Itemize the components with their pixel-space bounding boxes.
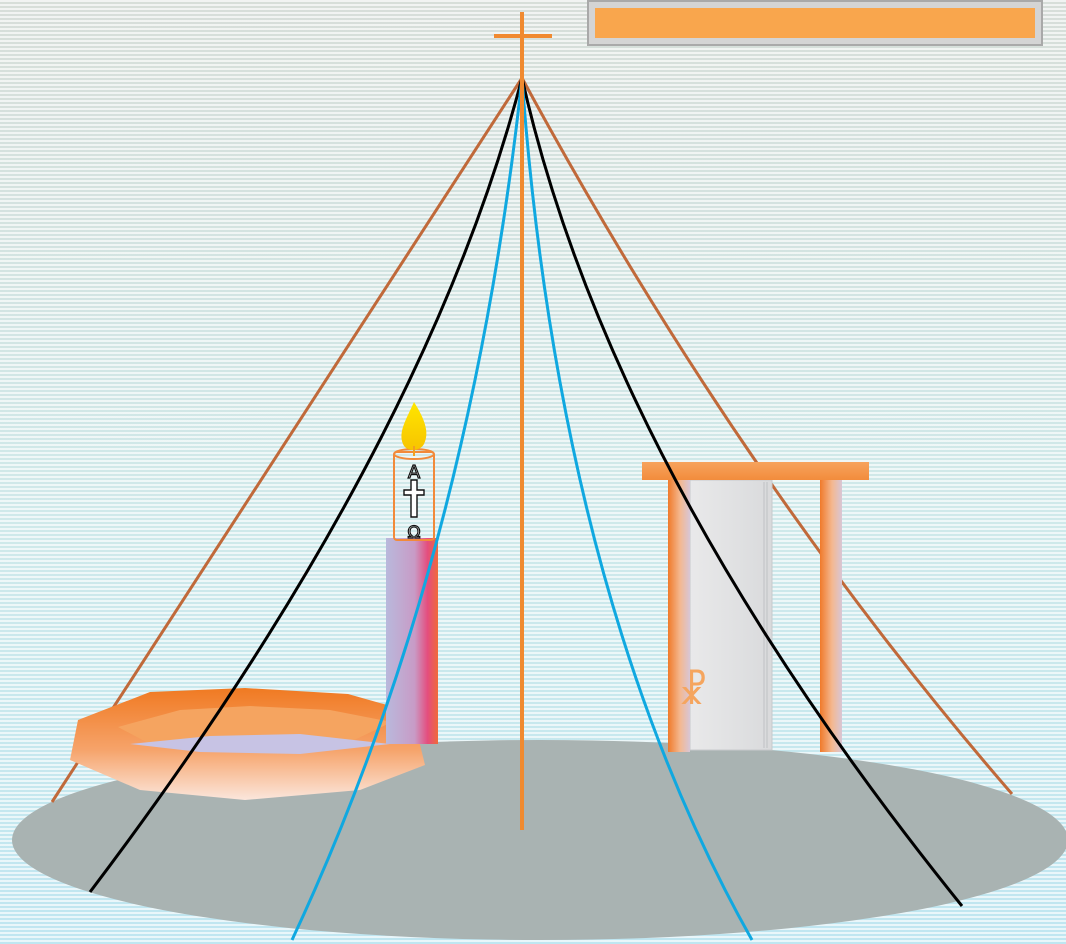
alpha-icon: A [408, 462, 421, 483]
inner-line-right [520, 77, 754, 941]
middle-line-right [520, 77, 964, 907]
door-lintel [642, 462, 869, 480]
door-icon: ☧ [642, 462, 869, 752]
cross-icon [494, 12, 552, 830]
baptismal-font-icon [70, 688, 425, 800]
outer-line-left [50, 77, 524, 803]
omega-icon: Ω [408, 523, 421, 543]
chi-rho-icon: ☧ [678, 669, 708, 713]
door-post-left [668, 478, 690, 752]
outer-line-right [520, 77, 1014, 795]
flame-icon [401, 402, 427, 450]
candle-icon: A Ω [386, 402, 438, 744]
cross-on-candle-icon [403, 479, 425, 518]
door-post-right [820, 478, 842, 752]
middle-line-left [88, 77, 524, 893]
title-box [587, 0, 1043, 46]
inner-line-left [290, 77, 524, 941]
title-bar [595, 8, 1035, 38]
